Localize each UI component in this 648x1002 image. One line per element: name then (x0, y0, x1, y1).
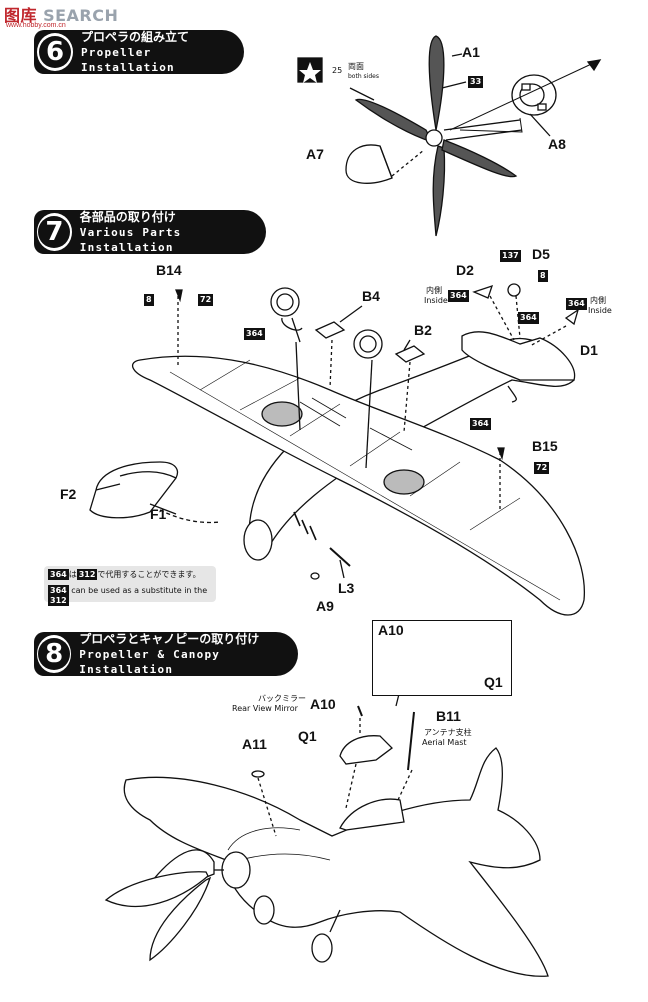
step8-title-jp: プロペラとキャノピーの取り付け (79, 631, 260, 646)
color-code-364-c: 364 (518, 312, 539, 324)
substitute-jp: で代用することができます。 (97, 570, 201, 579)
substitute-particle: は (68, 570, 77, 579)
color-code-364-e: 364 (470, 418, 491, 430)
watermark-text: SEARCH (43, 6, 119, 25)
part-a11: A11 (242, 736, 267, 752)
star-note-jp: 両面 (348, 62, 364, 71)
part-d1: D1 (580, 342, 598, 358)
substitute-en: can be used as a substitute in the (71, 586, 208, 595)
inside-en-left: Inside (424, 296, 448, 305)
part-a8: A8 (548, 136, 566, 152)
part-a10: A10 (310, 696, 336, 712)
color-code-8-b: 8 (538, 270, 548, 282)
part-d5: D5 (532, 246, 550, 262)
substitute-code-a1: 364 (48, 569, 69, 580)
color-code-364-b: 364 (448, 290, 469, 302)
step8-title-en: Propeller & Canopy Installation (79, 647, 221, 676)
step8-header: 8 プロペラとキャノピーの取り付け Propeller & Canopy Ins… (34, 632, 298, 676)
step6-title-en: Propeller Installation (80, 45, 175, 74)
part-q1: Q1 (298, 728, 317, 744)
watermark-prefix: 图库 (4, 6, 38, 25)
color-code-8-a: 8 (144, 294, 154, 306)
various-parts-art (89, 283, 586, 616)
step6-header: 6 プロペラの組み立て Propeller Installation (34, 30, 244, 74)
star-note-code: 25 (332, 66, 343, 75)
inside-en-right: Inside (588, 306, 612, 315)
substitute-code-a2: 364 (48, 585, 69, 596)
step7-number: 7 (38, 216, 71, 248)
part-b11: B11 (436, 708, 461, 724)
canopy-installation-art (104, 635, 549, 977)
part-b2: B2 (414, 322, 432, 338)
step7-title-jp: 各部品の取り付け (79, 209, 176, 224)
substitute-code-b2: 312 (48, 595, 69, 606)
step7-number-badge: 7 (37, 213, 72, 251)
part-f1: F1 (150, 506, 167, 522)
substitute-code-b1: 312 (76, 569, 98, 580)
part-b15: B15 (532, 438, 558, 454)
part-a1: A1 (462, 44, 480, 60)
propeller-assembly-art (297, 35, 602, 237)
step8-number-badge: 8 (37, 635, 72, 673)
color-code-364-d: 364 (566, 298, 587, 310)
canopy-detail-inset (372, 620, 512, 696)
part-f2: F2 (60, 486, 77, 502)
part-a10-inset: A10 (378, 622, 404, 638)
part-d2: D2 (456, 262, 474, 278)
watermark: 图库 SEARCH (4, 2, 118, 26)
color-code-72-a: 72 (198, 294, 214, 306)
part-q1-inset: Q1 (484, 674, 503, 690)
step6-title-jp: プロペラの組み立て (80, 29, 189, 44)
substitute-line-2: 364 can be used as a substitute in the 3… (48, 585, 216, 606)
step6-number: 6 (38, 36, 71, 68)
mirror-label-en: Rear View Mirror (232, 704, 298, 713)
part-b14: B14 (156, 262, 182, 278)
step6-number-badge: 6 (37, 33, 73, 71)
step7-title-en: Various Parts Installation (79, 225, 182, 254)
part-b4: B4 (362, 288, 380, 304)
inside-jp-left: 内側 (426, 286, 442, 295)
step7-header: 7 各部品の取り付け Various Parts Installation (34, 210, 266, 254)
color-code-72-b: 72 (534, 462, 550, 474)
star-note-en: both sides (348, 73, 379, 80)
mast-label-jp: アンテナ支柱 (424, 728, 472, 737)
mast-label-en: Aerial Mast (422, 738, 467, 747)
step8-number: 8 (38, 638, 71, 670)
part-a9: A9 (316, 598, 334, 614)
mirror-label-jp: バックミラー (258, 694, 306, 703)
part-l3: L3 (338, 580, 355, 596)
color-code-364-a: 364 (244, 328, 265, 340)
color-code-137: 137 (500, 250, 521, 262)
inside-jp-right: 内側 (590, 296, 606, 305)
part-a7: A7 (306, 146, 324, 162)
color-code-33: 33 (468, 76, 484, 88)
watermark-url: www.hobby.com.cn (6, 22, 66, 29)
